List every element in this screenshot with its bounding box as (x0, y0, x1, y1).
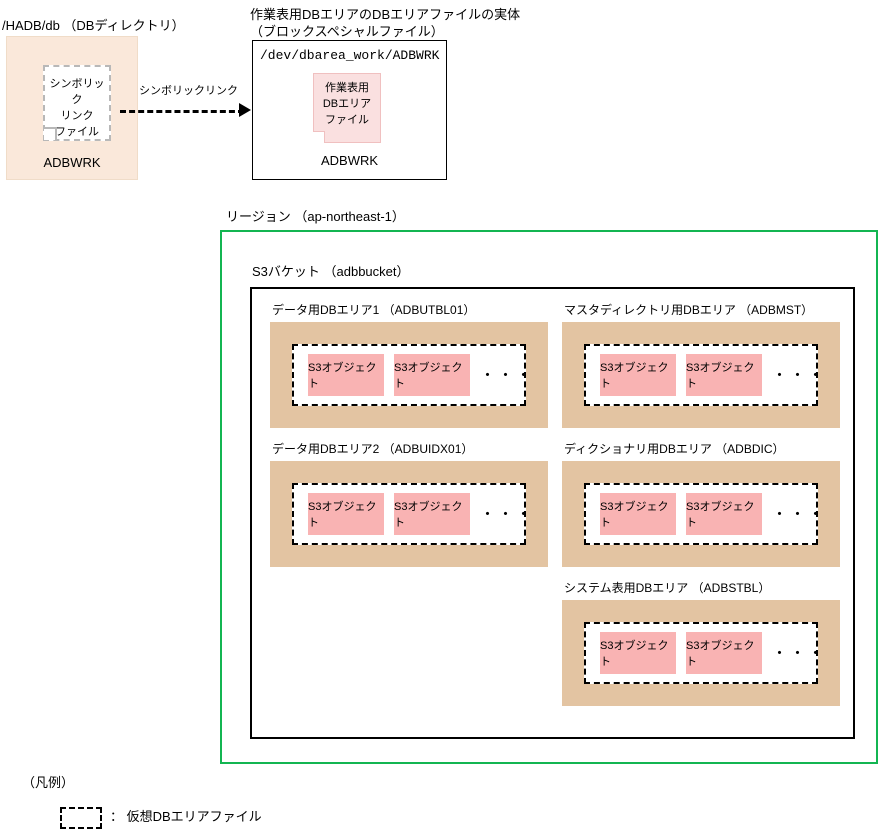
block-special-file-title-line-2: （ブロックスペシャルファイル） (250, 24, 444, 39)
db-directory-label: /HADB/db （DBディレクトリ） (2, 18, 185, 33)
work-file-line-1: 作業表用 (325, 82, 369, 94)
virtual-db-area-file-swatch-icon (60, 807, 102, 829)
s3-object: S3オブジェクト (394, 493, 470, 535)
legend-entry: ： 仮想DBエリアファイル (60, 805, 360, 831)
db-area-label: ディクショナリ用DBエリア （ADBDIC） (564, 442, 785, 456)
s3-bucket-label: S3バケット （adbbucket） (252, 264, 410, 279)
more-objects-ellipsis: ・・・ (772, 366, 827, 384)
db-directory-box: シンボリック リンク ファイル ADBWRK (6, 36, 138, 180)
work-table-db-area-file-name: ADBWRK (320, 153, 379, 168)
db-area-box: S3オブジェクト S3オブジェクト ・・・ (270, 322, 548, 428)
more-objects-ellipsis: ・・・ (772, 644, 827, 662)
legend-title: （凡例） (22, 775, 75, 790)
block-special-file-box: /dev/dbarea_work/ADBWRK 作業表用 DBエリア ファイル … (252, 40, 447, 180)
virtual-db-area-file: S3オブジェクト S3オブジェクト ・・・ (292, 483, 531, 545)
virtual-db-area-file: S3オブジェクト S3オブジェクト ・・・ (584, 622, 823, 684)
s3-object: S3オブジェクト (686, 493, 762, 535)
db-area-box: S3オブジェクト S3オブジェクト ・・・ (562, 322, 840, 428)
virtual-db-area-file: S3オブジェクト S3オブジェクト ・・・ (584, 344, 823, 406)
db-area-label: システム表用DBエリア （ADBSTBL） (564, 581, 771, 595)
work-file-line-3: ファイル (325, 114, 369, 126)
s3-object: S3オブジェクト (600, 354, 676, 396)
virtual-db-area-file: S3オブジェクト S3オブジェクト ・・・ (584, 483, 823, 545)
more-objects-ellipsis: ・・・ (772, 505, 827, 523)
work-table-db-area-file-shape: 作業表用 DBエリア ファイル (313, 73, 381, 143)
symbolic-link-arrow-head-icon (239, 103, 251, 117)
symlink-file-line-2: リンク (60, 110, 94, 122)
db-area-label: マスタディレクトリ用DBエリア （ADBMST） (564, 303, 814, 317)
db-area-label: データ用DBエリア2 （ADBUIDX01） (272, 442, 474, 456)
symbolic-link-file-shape: シンボリック リンク ファイル (43, 65, 111, 141)
region-label: リージョン （ap-northeast-1） (226, 209, 405, 224)
symlink-file-line-1: シンボリック (49, 78, 105, 106)
more-objects-ellipsis: ・・・ (480, 505, 535, 523)
s3-object: S3オブジェクト (308, 354, 384, 396)
db-area-box: S3オブジェクト S3オブジェクト ・・・ (562, 461, 840, 567)
s3-object: S3オブジェクト (308, 493, 384, 535)
page-fold-corner-icon (44, 127, 57, 140)
db-area-label: データ用DBエリア1 （ADBUTBL01） (272, 303, 476, 317)
s3-object: S3オブジェクト (600, 632, 676, 674)
work-file-line-2: DBエリア (322, 98, 372, 110)
db-area-box: S3オブジェクト S3オブジェクト ・・・ (270, 461, 548, 567)
symbolic-link-file-name: ADBWRK (43, 155, 101, 170)
s3-object: S3オブジェクト (600, 493, 676, 535)
more-objects-ellipsis: ・・・ (480, 366, 535, 384)
page-fold-corner-icon (313, 131, 325, 143)
db-area-box: S3オブジェクト S3オブジェクト ・・・ (562, 600, 840, 706)
region-box: S3バケット （adbbucket） データ用DBエリア1 （ADBUTBL01… (220, 230, 878, 764)
s3-object: S3オブジェクト (686, 632, 762, 674)
symlink-file-line-3: ファイル (55, 126, 99, 138)
symbolic-link-arrow-line (120, 110, 244, 113)
s3-object: S3オブジェクト (394, 354, 470, 396)
block-special-file-path: /dev/dbarea_work/ADBWRK (260, 48, 440, 63)
block-special-file-title: 作業表用DBエリアのDBエリアファイルの実体 （ブロックスペシャルファイル） (250, 6, 520, 40)
block-special-file-title-line-1: 作業表用DBエリアのDBエリアファイルの実体 (250, 7, 521, 22)
legend-entry-text: ： 仮想DBエリアファイル (110, 809, 262, 824)
s3-bucket-box: データ用DBエリア1 （ADBUTBL01） S3オブジェクト S3オブジェクト… (250, 287, 855, 739)
s3-object: S3オブジェクト (686, 354, 762, 396)
virtual-db-area-file: S3オブジェクト S3オブジェクト ・・・ (292, 344, 531, 406)
symbolic-link-arrow-label: シンボリックリンク (139, 85, 238, 97)
